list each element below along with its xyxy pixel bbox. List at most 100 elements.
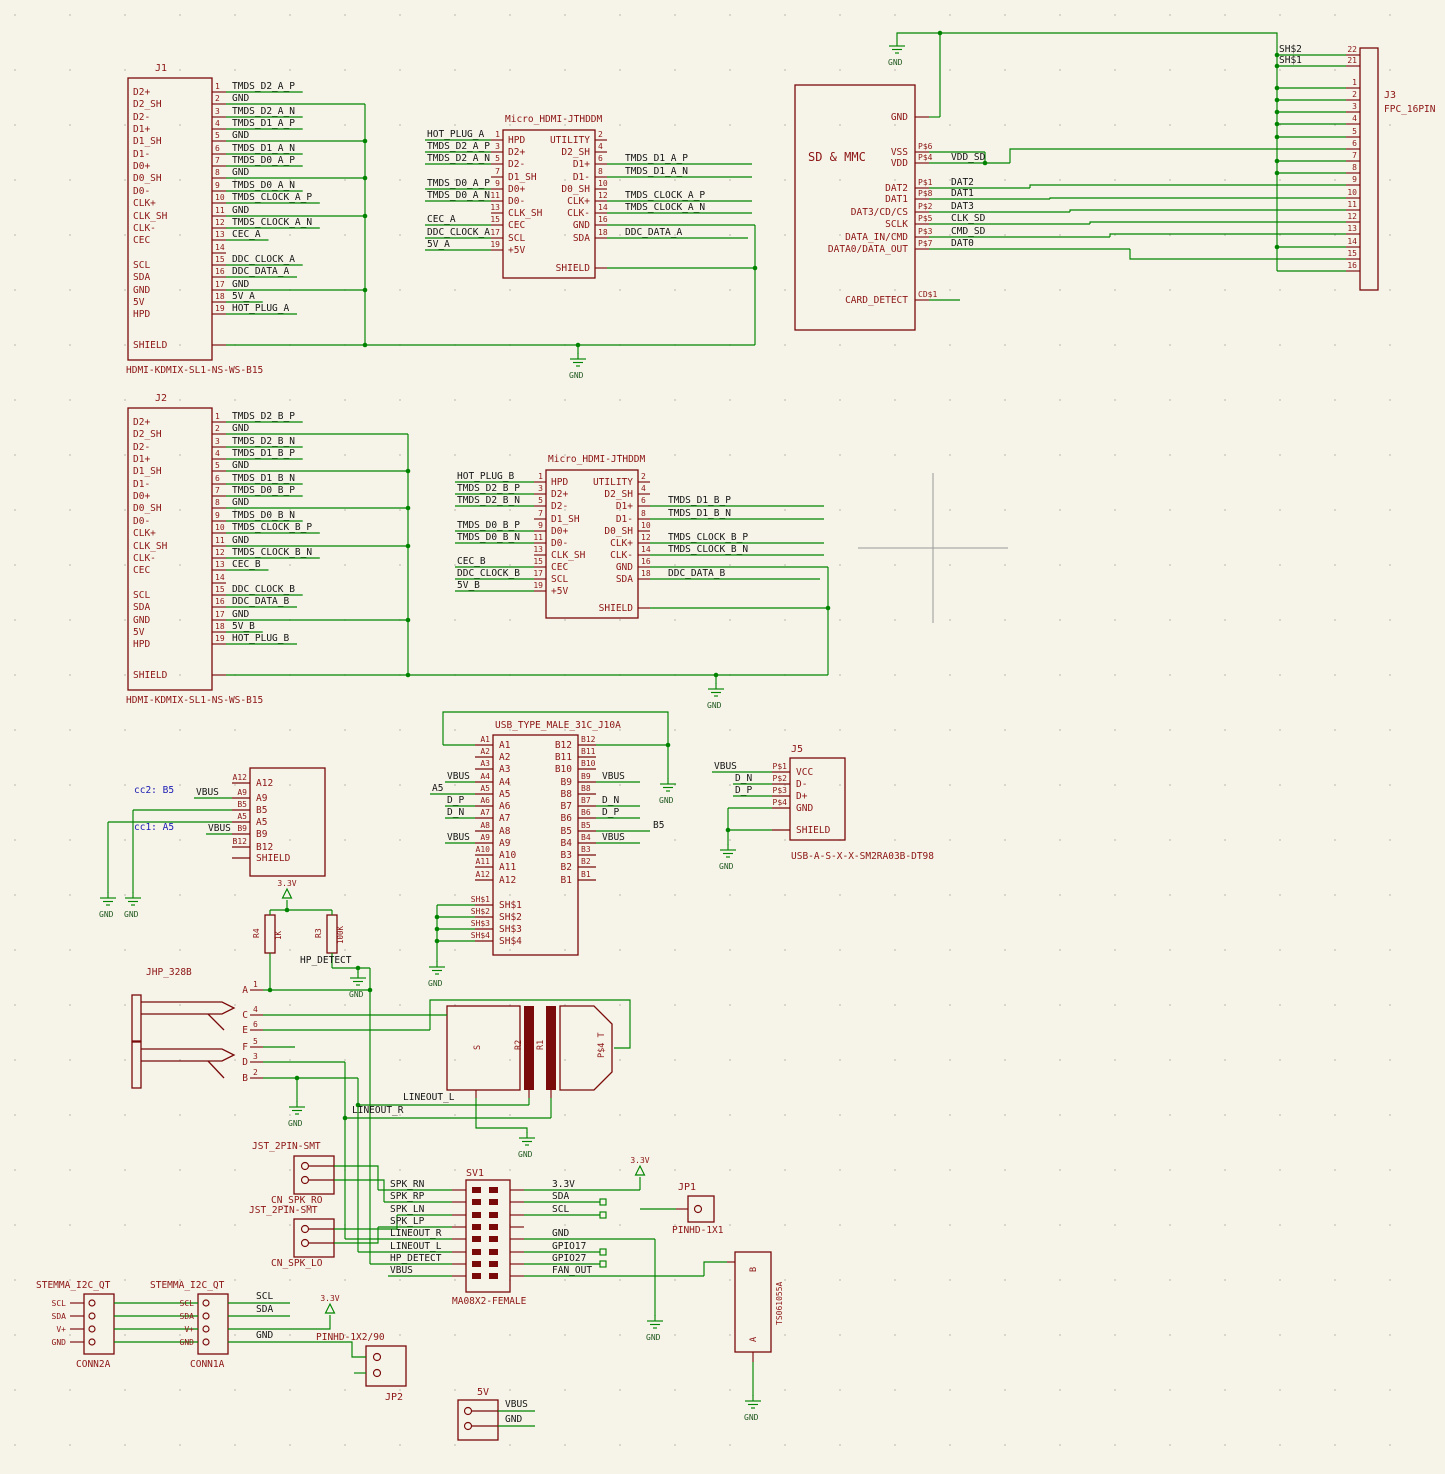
net-label[interactable]: SPK_RP — [390, 1191, 425, 1202]
pin-name[interactable]: D1+ — [133, 124, 150, 135]
pin-number[interactable]: 12 — [1347, 212, 1357, 221]
pin-name[interactable]: VDD — [891, 158, 908, 169]
pin-name[interactable]: D1_SH — [551, 514, 580, 525]
pin-name[interactable]: A2 — [499, 752, 510, 763]
pin-number[interactable]: 3 — [495, 142, 500, 151]
pin-number[interactable]: 18 — [215, 292, 225, 301]
pin-name[interactable]: D2+ — [508, 147, 525, 158]
pin-name[interactable]: A9 — [499, 838, 511, 849]
pin-number[interactable]: 8 — [215, 168, 220, 177]
pin-number[interactable]: 9 — [495, 179, 500, 188]
component-text[interactable]: B — [749, 1267, 759, 1272]
pin-number[interactable]: 7 — [495, 167, 500, 176]
pin-number[interactable]: 10 — [215, 523, 225, 532]
component-text[interactable]: USB_TYPE_MALE_31C_J10A — [495, 720, 621, 731]
pin-name[interactable]: A8 — [499, 826, 511, 837]
pin-number[interactable]: 6 — [1352, 139, 1357, 148]
pin-name[interactable]: CEC — [508, 220, 525, 231]
pin-name[interactable]: A — [242, 985, 248, 996]
pin-name[interactable]: D1- — [133, 149, 150, 160]
pin-number[interactable]: 3 — [1352, 102, 1357, 111]
pin-name[interactable]: B10 — [555, 764, 572, 775]
pin-name[interactable]: D2+ — [133, 417, 150, 428]
gnd-label[interactable]: GND — [569, 371, 584, 380]
pin-number[interactable]: 7 — [215, 486, 220, 495]
component-text[interactable]: Micro_HDMI-JTHDDM — [505, 114, 603, 125]
pin-number[interactable]: 12 — [215, 548, 225, 557]
pin-name[interactable]: +5V — [551, 586, 568, 597]
component-text[interactable]: R2 — [514, 1040, 524, 1050]
pin-number[interactable]: CD$1 — [918, 290, 937, 299]
pin-number[interactable]: P$3 — [773, 786, 788, 795]
component-text[interactable]: J2 — [155, 393, 167, 404]
pin-number[interactable]: 16 — [598, 215, 608, 224]
pin-number[interactable]: P$3 — [918, 227, 933, 236]
pin-number[interactable]: 10 — [641, 521, 651, 530]
net-label[interactable]: DDC_DATA_A — [625, 227, 682, 238]
pin-name[interactable]: CLK+ — [133, 198, 156, 209]
net-label[interactable]: DDC_DATA_B — [232, 596, 289, 607]
gnd-label[interactable]: GND — [719, 862, 734, 871]
annotation-label[interactable]: cc2: B5 — [134, 785, 174, 796]
pin-number[interactable]: B7 — [581, 796, 591, 805]
net-label[interactable]: TMDS_CLOCK_A_P — [625, 190, 705, 201]
component-text[interactable]: 5V — [477, 1387, 489, 1398]
pin-number[interactable]: A7 — [480, 808, 490, 817]
net-label[interactable]: TMDS_D0_B_N — [232, 510, 295, 521]
net-label[interactable]: TMDS_D2_A_N — [427, 153, 490, 164]
pin-number[interactable]: 17 — [215, 610, 225, 619]
pin-name[interactable]: SHIELD — [256, 853, 291, 864]
pin-name[interactable]: D0_SH — [561, 184, 590, 195]
pin-number[interactable]: 4 — [253, 1005, 258, 1014]
net-label[interactable]: SCL — [552, 1204, 569, 1215]
component-text[interactable]: SDA — [52, 1312, 67, 1321]
pin-number[interactable]: 19 — [215, 304, 225, 313]
pin-name[interactable]: B4 — [561, 838, 573, 849]
net-label[interactable]: VBUS — [196, 787, 219, 798]
pin-number[interactable]: 2 — [215, 424, 220, 433]
gnd-label[interactable]: GND — [518, 1150, 533, 1159]
net-label[interactable]: TMDS_D1_A_N — [625, 166, 688, 177]
pin-name[interactable]: A10 — [499, 850, 516, 861]
component-text[interactable]: JST_2PIN-SMT — [252, 1141, 321, 1152]
pin-name[interactable]: SHIELD — [556, 263, 591, 274]
pin-name[interactable]: GND — [616, 562, 633, 573]
pin-number[interactable]: 4 — [598, 142, 603, 151]
component-text[interactable]: Micro_HDMI-JTHDDM — [548, 454, 646, 465]
net-label[interactable]: TMDS_D1_B_N — [668, 508, 731, 519]
net-label[interactable]: GND — [552, 1228, 569, 1239]
pin-name[interactable]: C — [242, 1010, 248, 1021]
pin-number[interactable]: B1 — [581, 870, 591, 879]
pin-name[interactable]: D2_SH — [133, 99, 162, 110]
pin-number[interactable]: B12 — [233, 837, 248, 846]
pin-number[interactable]: B5 — [581, 821, 591, 830]
net-label[interactable]: VDD_SD — [951, 152, 986, 163]
pin-number[interactable]: 2 — [1352, 90, 1357, 99]
pin-name[interactable]: A5 — [256, 817, 267, 828]
net-label[interactable]: DAT2 — [951, 177, 974, 188]
pin-number[interactable]: 5 — [253, 1037, 258, 1046]
net-label[interactable]: TMDS_D2_A_P — [427, 141, 490, 152]
pin-number[interactable]: P$5 — [918, 214, 933, 223]
pin-name[interactable]: HPD — [133, 309, 150, 320]
pin-number[interactable]: A1 — [480, 735, 490, 744]
pin-name[interactable]: CLK- — [610, 550, 633, 561]
pin-name[interactable]: D+ — [796, 791, 808, 802]
pin-name[interactable]: B1 — [561, 875, 573, 886]
pin-name[interactable]: CEC — [551, 562, 568, 573]
component-text[interactable]: JP1 — [678, 1182, 696, 1193]
component-text[interactable]: GND — [180, 1338, 195, 1347]
component-text[interactable]: CONN2A — [76, 1359, 111, 1370]
pin-number[interactable]: 21 — [1347, 56, 1357, 65]
net-label[interactable]: TMDS_D2_B_N — [457, 495, 520, 506]
net-label[interactable]: TMDS_D2_B_P — [232, 411, 295, 422]
pin-name[interactable]: D — [242, 1057, 248, 1068]
pin-number[interactable]: A8 — [480, 821, 490, 830]
net-label[interactable]: SPK_LN — [390, 1204, 425, 1215]
gnd-label[interactable]: GND — [349, 990, 364, 999]
pin-number[interactable]: 13 — [533, 545, 543, 554]
pin-number[interactable]: 1 — [253, 980, 258, 989]
net-label[interactable]: HOT_PLUG_B — [232, 633, 289, 644]
net-label[interactable]: D_P — [735, 785, 752, 796]
component-text[interactable]: MA08X2-FEMALE — [452, 1296, 527, 1307]
